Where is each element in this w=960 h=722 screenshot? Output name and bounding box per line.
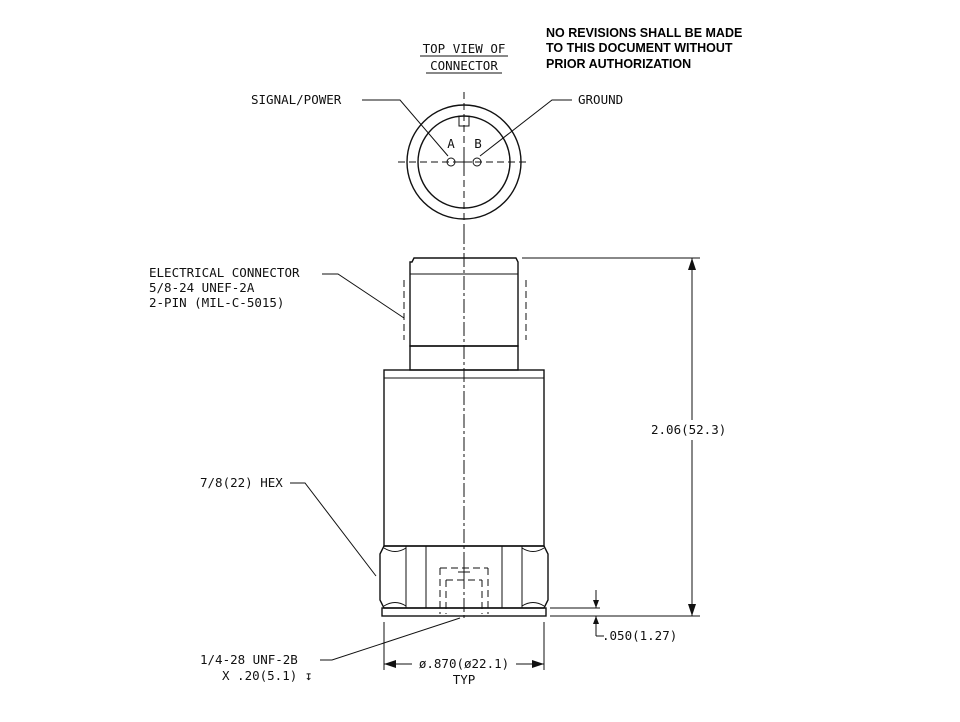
connector-callout-line-2: 5/8-24 UNEF-2A — [149, 280, 255, 295]
top-view-title-line-2: CONNECTOR — [430, 58, 498, 73]
hex-callout: 7/8(22) HEX — [200, 475, 377, 577]
gap-value: .050(1.27) — [602, 628, 677, 643]
pin-a-label: A — [447, 136, 455, 151]
notice-line-3: PRIOR AUTHORIZATION — [546, 57, 691, 71]
connector-top-view: A B — [398, 92, 530, 232]
diameter-dimension: ø.870(ø22.1) TYP — [383, 622, 545, 687]
pin-a — [446, 157, 456, 167]
pin-b — [472, 157, 482, 167]
height-value: 2.06(52.3) — [651, 422, 726, 437]
signal-power-label: SIGNAL/POWER — [251, 92, 342, 107]
connector-callout-line-1: ELECTRICAL CONNECTOR — [149, 265, 300, 280]
connector-callout: ELECTRICAL CONNECTOR 5/8-24 UNEF-2A 2-PI… — [149, 265, 405, 319]
pin-callouts: SIGNAL/POWER GROUND — [251, 92, 623, 157]
thread-callout-line-1: 1/4-28 UNF-2B — [200, 652, 298, 667]
height-dimension: 2.06(52.3) — [522, 257, 726, 617]
sensor-side-view — [379, 230, 549, 620]
hex-callout-label: 7/8(22) HEX — [200, 475, 283, 490]
thread-callout-line-2: X .20(5.1) ↧ — [222, 668, 312, 683]
notice-line-1: NO REVISIONS SHALL BE MADE — [546, 26, 742, 40]
mounting-hole — [439, 566, 489, 614]
diameter-note: TYP — [453, 672, 476, 687]
revision-notice: NO REVISIONS SHALL BE MADE TO THIS DOCUM… — [546, 26, 742, 71]
connector-callout-line-3: 2-PIN (MIL-C-5015) — [149, 295, 284, 310]
notice-line-2: TO THIS DOCUMENT WITHOUT — [546, 41, 733, 55]
diameter-value: ø.870(ø22.1) — [419, 656, 509, 671]
gap-dimension: .050(1.27) — [550, 590, 677, 643]
top-view-title: TOP VIEW OF CONNECTOR — [420, 41, 508, 74]
ground-label: GROUND — [578, 92, 623, 107]
pin-b-label: B — [474, 136, 482, 151]
thread-callout: 1/4-28 UNF-2B X .20(5.1) ↧ — [200, 617, 461, 683]
top-view-title-line-1: TOP VIEW OF — [423, 41, 506, 56]
